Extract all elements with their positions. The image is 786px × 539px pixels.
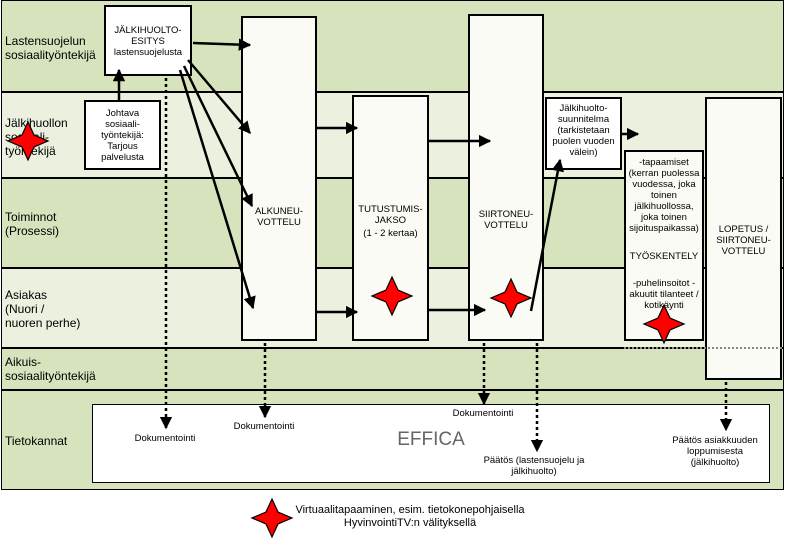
decision-label-2: Päätös asiakkuuden loppumisesta (jälkihu…: [672, 435, 758, 468]
decision-label-1: Päätös (lastensuojelu ja jälkihuolto): [483, 455, 585, 477]
arrow-esitys-to-alkuneuvottelu: [192, 38, 252, 51]
arrow-esitys-to-jalkihuolto: [187, 59, 251, 134]
box-jalkihuoltoesitys-text: JÄLKIHUOLTO-ESITYS lastensuojelusta: [113, 25, 183, 58]
lane-label-toiminnot: Toiminnot (Prosessi): [5, 210, 60, 238]
effica-database: EFFICA: [92, 404, 770, 483]
doc-label-2: Dokumentointi: [233, 421, 295, 432]
box-siirtoneuvottelu: SIIRTONEU-VOTTELU: [468, 14, 544, 341]
lane-label-tietokannat: Tietokannat: [5, 434, 68, 448]
lane-aikuis: [1, 348, 784, 390]
box-tyoskentely-top: -tapaamiset (kerran puolessa vuodessa, j…: [628, 157, 700, 234]
box-tutustumisjakso-text: TUTUSTUMIS-JAKSO: [358, 204, 423, 226]
box-lopetus-text: LOPETUS / SIIRTONEU-VOTTELU: [716, 224, 771, 257]
doc-label-3: Dokumentointi: [452, 408, 514, 419]
virtual-meeting-star-3: [489, 277, 533, 319]
virtual-meeting-star-2: [370, 275, 414, 317]
lane-label-asiakas: Asiakas (Nuori / nuoren perhe): [5, 288, 81, 330]
box-alkuneuvottelu: ALKUNEU-VOTTELU: [241, 16, 317, 341]
box-alkuneuvottelu-text: ALKUNEU-VOTTELU: [254, 206, 304, 228]
virtual-meeting-star-1: [6, 120, 50, 162]
box-johtava-text: Johtava sosiaali-työntekijä: Tarjous pal…: [101, 108, 144, 163]
effica-title: EFFICA: [397, 429, 465, 450]
box-tutustumisjakso-sub: (1 - 2 kertaa): [363, 228, 418, 239]
box-tyoskentely-title: TYÖSKENTELY: [629, 251, 699, 262]
box-johtava-sosiaalityontekija: Johtava sosiaali-työntekijä: Tarjous pal…: [84, 100, 161, 170]
lane-label-lastensuojelu: Lastensuojelun sosiaalityöntekijä: [5, 34, 96, 62]
box-jalkihuoltoesitys: JÄLKIHUOLTO-ESITYS lastensuojelusta: [104, 5, 192, 76]
box-siirtoneuvottelu-text: SIIRTONEU-VOTTELU: [478, 209, 534, 231]
legend-star: [250, 497, 294, 539]
doc-label-1: Dokumentointi: [134, 433, 196, 444]
arrow-esitys-to-asiakas: [178, 69, 256, 310]
box-jalkihuoltosuunnitelma: Jälkihuolto-suunnitelma (tarkistetaan pu…: [545, 97, 622, 170]
virtual-meeting-star-4: [642, 303, 686, 345]
box-tutustumisjakso: TUTUSTUMIS-JAKSO (1 - 2 kertaa): [352, 95, 429, 341]
arrow-esitys-to-toiminnot: [182, 65, 254, 208]
box-lopetus: LOPETUS / SIIRTONEU-VOTTELU: [705, 97, 782, 380]
box-suunnitelma-text: Jälkihuolto-suunnitelma (tarkistetaan pu…: [552, 103, 615, 158]
lane-label-aikuis: Aikuis-sosiaalityöntekijä: [5, 355, 96, 383]
legend-text: Virtuaalitapaaminen, esim. tietokonepohj…: [295, 504, 525, 529]
arrow-asiakas-to-suunnitelma: [529, 158, 565, 312]
